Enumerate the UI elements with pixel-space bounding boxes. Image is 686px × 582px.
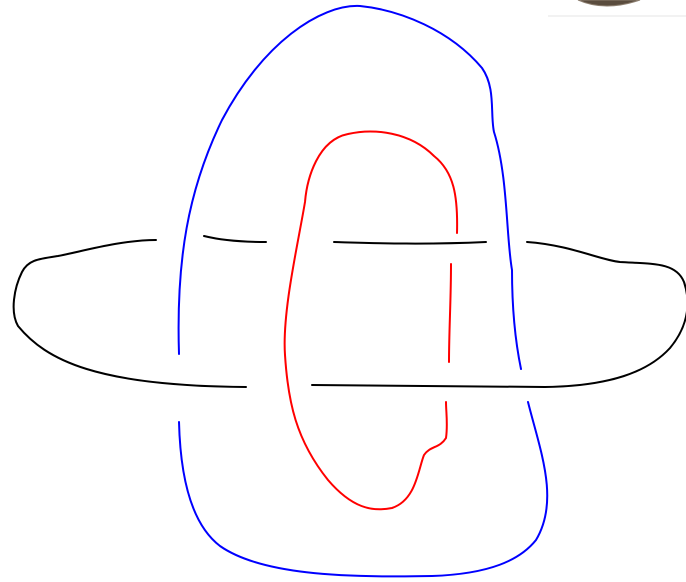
blue-arc-main: [179, 6, 521, 369]
black-arc-top-middle: [334, 242, 486, 244]
black-arc-top-left: [204, 236, 266, 242]
blue-component: [179, 6, 548, 577]
red-arc-vertical: [449, 264, 451, 362]
corner-image: [548, 0, 686, 16]
red-component: [285, 132, 458, 510]
black-component: [14, 236, 686, 387]
blue-arc-bottom: [179, 402, 547, 576]
black-arc-left: [14, 240, 246, 387]
black-arc-right: [312, 242, 686, 387]
partial-circle-image: [578, 0, 640, 6]
red-arc-main: [285, 132, 458, 510]
